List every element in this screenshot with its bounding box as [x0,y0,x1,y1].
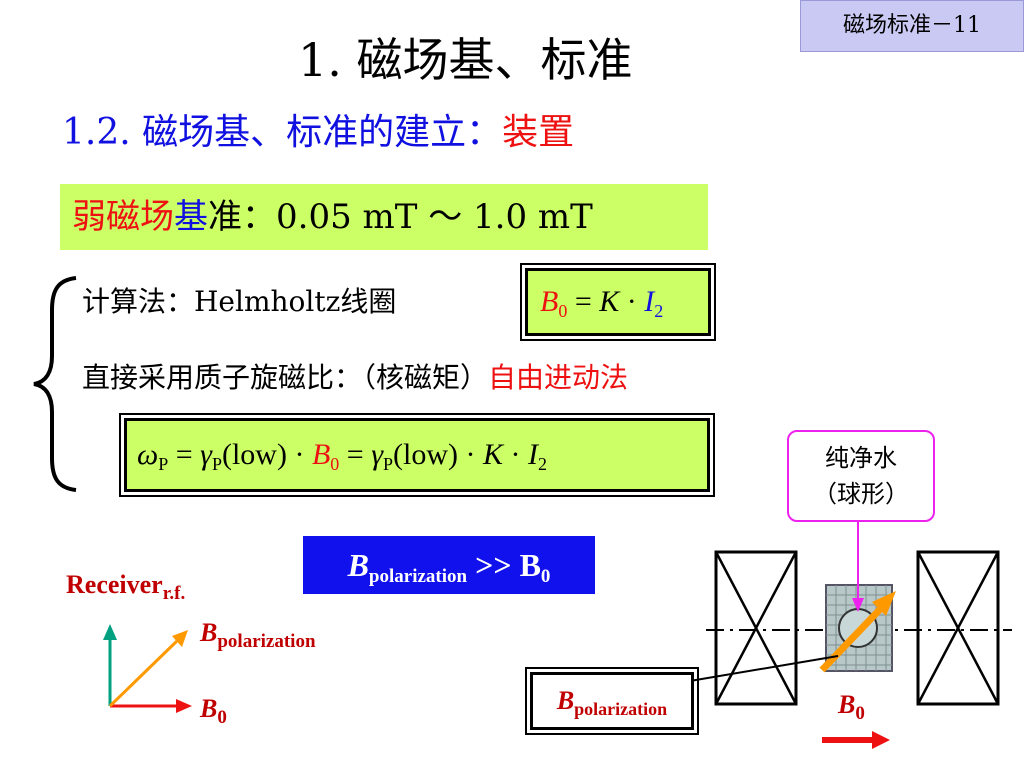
slide-number-tag: 磁场标准－11 [800,0,1024,52]
method2-highlight: 自由进动法 [488,361,629,394]
eq2-gamma-1: γ [200,438,212,471]
range-red-text: 弱磁场 [72,197,174,237]
right-coil [916,550,1000,706]
receiver-sub: r.f. [162,583,186,604]
water-label-line2: （球形） [813,480,909,508]
b0-left-B: B [200,694,218,723]
method-proton-gyromagnetic: 直接采用质子旋磁比：（核磁矩）自由进动法 [82,356,628,400]
left-coil-cross-2 [714,551,798,705]
b0-right-sub: 0 [855,703,865,724]
polarization-axis-arrow-left-head [172,630,188,647]
b0-arrow-right-head [872,731,890,749]
eq2-gamma-1-sub: P [211,454,222,474]
eq2-dot-2: · [458,438,484,471]
method-calculation: 计算法：Helmholtz线圈 [82,285,397,318]
eq2-dot-1: · [286,438,312,471]
polarization-label-left: Bpolarization [200,618,316,653]
pol-box-sub: polarization [368,566,468,587]
eq1-dot: · [619,285,645,318]
eq1-K: K [599,285,620,318]
eq1-I-sub: 2 [654,301,664,321]
left-coil [714,550,798,706]
b0-label-left: B0 [200,694,227,729]
eq1-B-sub: 0 [558,301,568,321]
pol-box-rest-sub: 0 [540,566,551,587]
eq2-equals-2: = [339,438,372,471]
eq1-B: B [540,285,559,318]
section-subtitle: 1.2. 磁场基、标准的建立：装置 [62,108,574,158]
right-coil-cross-2 [916,551,1000,705]
eq2-K: K [483,438,504,471]
eq2-low-2: (low) [393,438,459,471]
b0-left-sub: 0 [217,707,227,728]
eq2-dot-3: · [503,438,529,471]
b0-axis-arrow-left-head [176,699,192,713]
bpol-left-B: B [200,618,218,647]
receiver-axis-arrow-head [103,624,117,640]
water-label-line1: 纯净水 [825,444,897,472]
b0-label-right: B0 [838,690,865,725]
bpol-left-sub: polarization [217,631,316,652]
polarization-label-box-right: Bpolarization [525,667,699,735]
water-pointer-head [852,598,864,612]
receiver-label: Receiverr.f. [66,570,185,605]
range-rest-text: 准：0.05 mT ～ 1.0 mT [208,197,593,237]
precession-equation-box: ωP = γP(low) · B0 = γP(low) · K · I2 [119,413,715,497]
eq2-I-sub: 2 [538,454,548,474]
pol-box-B: B [347,547,369,583]
eq2-gamma-2-sub: P [383,454,394,474]
eq2-omega-sub: P [158,454,169,474]
range-blue-text: 基 [174,197,208,237]
eq1-I: I [644,285,655,318]
pol-box-rest: >> B [467,547,541,583]
eq2-gamma-2: γ [371,438,384,471]
bpol-leader-line [683,655,839,683]
bpol-right-sub: polarization [574,699,668,719]
method2-text: 直接采用质子旋磁比：（核磁矩） [82,361,489,394]
eq2-low-1: (low) [221,438,287,471]
polarization-axis-arrow-left [108,638,180,708]
polarization-arrow-right-head [872,591,896,616]
pure-water-label: 纯净水 （球形） [787,430,935,522]
eq2-omega: ω [137,438,159,471]
eq1-equals: = [567,285,600,318]
helmholtz-equation-box: B0 = K · I2 [520,263,716,341]
weak-field-range-box: 弱磁场基准：0.05 mT ～ 1.0 mT [60,184,708,250]
curly-brace [33,276,77,492]
slide-title: 1. 磁场基、标准 [298,33,633,87]
eq2-B-sub: 0 [330,454,340,474]
subtitle-highlight: 装置 [502,112,575,153]
bpol-right-B: B [556,686,575,715]
eq2-equals-1: = [168,438,201,471]
b0-right-B: B [838,690,856,719]
eq2-I: I [528,438,539,471]
polarization-arrow-right [819,600,889,673]
polarization-condition-box: Bpolarization >> B0 [303,536,595,594]
eq2-B: B [311,438,331,471]
receiver-text: Receiver [66,570,163,599]
subtitle-prefix: 1.2. 磁场基、标准的建立： [62,112,503,153]
